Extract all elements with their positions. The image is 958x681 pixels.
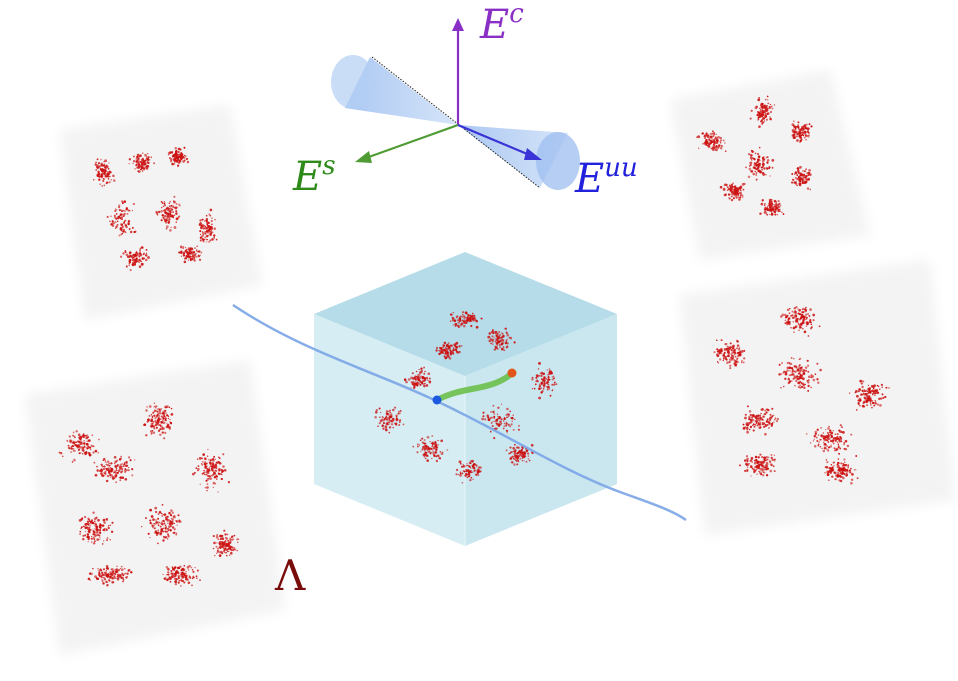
center-axis-label: Ec: [479, 0, 524, 48]
panel-shadow-bottom-right: [680, 260, 955, 535]
fractal-set-icon: [696, 95, 813, 216]
panel-shadow-top-left: [60, 105, 262, 320]
fractal-set-icon: [92, 146, 218, 272]
fractal-set-icon: [58, 402, 240, 587]
cone-left-cap: [331, 55, 375, 109]
unstable-axis-arrowhead: [524, 148, 542, 160]
cube-left-face: [314, 314, 465, 546]
fractal-set-icon: [713, 306, 890, 485]
unstable-axis-label: Euu: [574, 153, 638, 202]
panel-shadows: [25, 70, 955, 655]
axes: [355, 18, 542, 163]
unstable-axis-line: [457, 123, 533, 158]
segment-start-point: [432, 395, 442, 405]
segment-end-point: [507, 368, 517, 378]
stable-axis-line: [365, 123, 459, 160]
attractor-label: Λ: [274, 551, 306, 600]
cube-right-face: [465, 314, 617, 546]
cube: [314, 252, 617, 546]
unstable-cone: [331, 55, 580, 190]
cone-right-cap: [536, 132, 580, 190]
stable-axis-label: Es: [292, 151, 336, 200]
fractal-set-icon: [374, 311, 558, 484]
unstable-curve: [232, 303, 687, 522]
stable-axis-arrowhead: [355, 151, 372, 163]
cone-dotted-edge: [371, 56, 541, 189]
center-axis-arrowhead: [452, 18, 464, 31]
panel-shadow-top-right: [670, 70, 870, 260]
